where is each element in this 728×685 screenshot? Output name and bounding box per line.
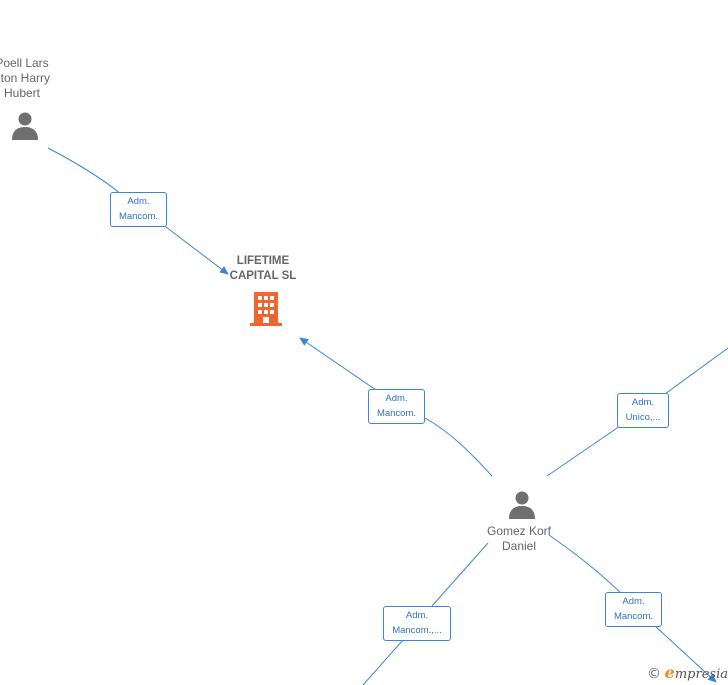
- edge-line-poell-company-arrow: [161, 223, 229, 275]
- edge-label-gomez-lower-right[interactable]: Adm. Mancom.: [605, 592, 662, 627]
- person-poell-name[interactable]: Poell Lars nton Harry Hubert: [0, 56, 51, 100]
- building-icon[interactable]: [249, 291, 283, 327]
- edge-line-gomez-company: [424, 417, 493, 477]
- edge-line-gomez-company-arrow: [299, 337, 377, 391]
- edge-line-gomez-upper-right: [546, 347, 728, 477]
- copyright-symbol: ©: [647, 666, 662, 682]
- company-name[interactable]: LIFETIME CAPITAL SL: [229, 255, 297, 282]
- person-gomez-name[interactable]: Gomez Korf Daniel: [486, 524, 552, 553]
- edge-line-gomez-lower-left: [362, 542, 489, 685]
- person-icon[interactable]: [507, 490, 537, 520]
- edge-line-gomez-lower-right-arrow: [654, 625, 717, 683]
- edge-label-poell-company[interactable]: Adm. Mancom.: [110, 192, 167, 227]
- edge-label-gomez-lower-left[interactable]: Adm. Mancom.,...: [383, 606, 451, 641]
- brand-name: mpresia: [674, 667, 728, 682]
- brand-initial: e: [664, 663, 675, 682]
- person-icon[interactable]: [10, 111, 40, 141]
- edge-line-gomez-lower-right: [548, 534, 623, 595]
- empresia-watermark: © empresia: [647, 663, 728, 683]
- edge-label-gomez-upper-right[interactable]: Adm. Unico,...: [617, 393, 669, 428]
- edge-label-gomez-company[interactable]: Adm. Mancom.: [368, 389, 425, 424]
